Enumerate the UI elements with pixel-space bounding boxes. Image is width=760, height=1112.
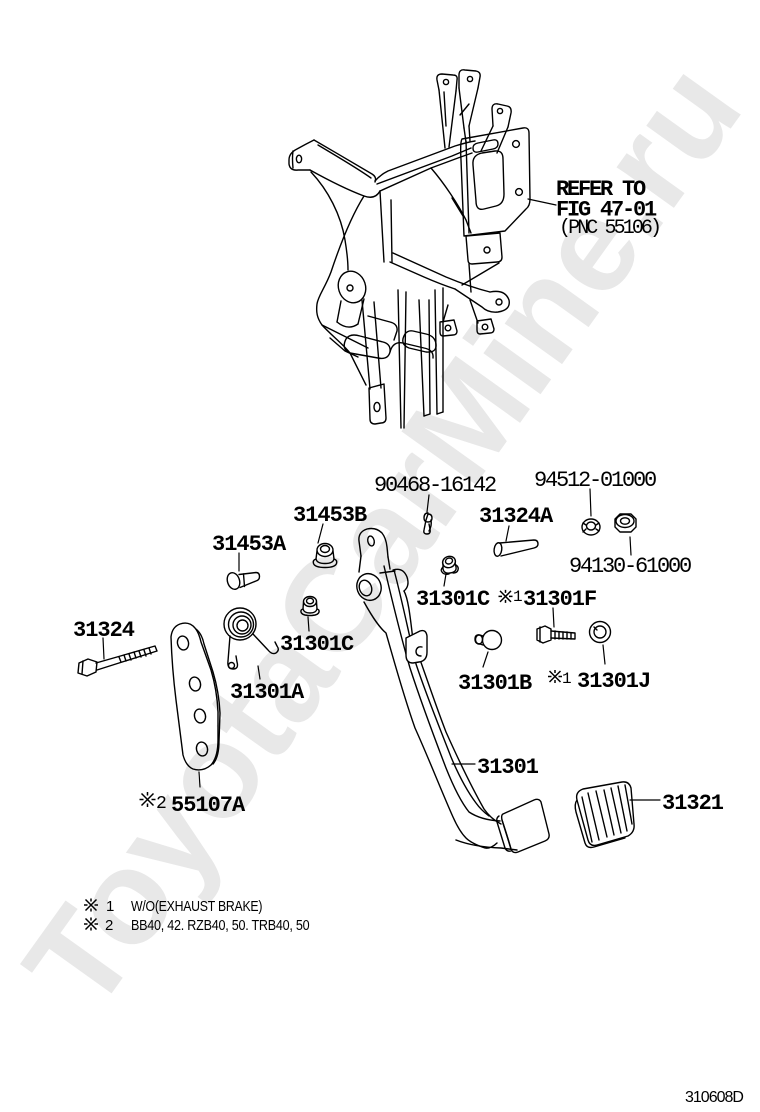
svg-text:90468-16142: 90468-16142 [374,473,496,498]
svg-text:31301F: 31301F [523,587,596,612]
svg-text:1: 1 [513,588,523,606]
svg-text:31301B: 31301B [458,671,532,696]
svg-text:BB40, 42. RZB40, 50. TRB40, 50: BB40, 42. RZB40, 50. TRB40, 50 [131,916,310,933]
svg-text:31453A: 31453A [212,532,287,557]
svg-text:1: 1 [106,898,114,915]
svg-text:REFER TO: REFER TO [556,177,646,202]
svg-text:31324A: 31324A [479,504,554,529]
svg-text:(PNC 55106): (PNC 55106) [559,217,659,240]
svg-text:31301C: 31301C [280,632,354,657]
svg-text:31301J: 31301J [577,669,650,694]
svg-text:55107A: 55107A [171,793,246,818]
svg-text:FIG 47-01: FIG 47-01 [556,198,657,223]
svg-text:31453B: 31453B [293,503,367,528]
svg-text:2: 2 [156,794,167,814]
svg-text:1: 1 [562,670,572,688]
svg-text:31301A: 31301A [230,680,305,705]
svg-text:ToyotaCarMine.ru: ToyotaCarMine.ru [0,38,760,1035]
svg-text:31301C: 31301C [416,587,490,612]
svg-text:W/O(EXHAUST BRAKE): W/O(EXHAUST BRAKE) [131,898,262,914]
svg-text:310608D: 310608D [685,1089,743,1106]
svg-text:31324: 31324 [73,618,135,643]
svg-text:31301: 31301 [477,755,539,780]
svg-text:94512-01000: 94512-01000 [534,468,656,493]
svg-text:31321: 31321 [662,791,724,816]
svg-text:94130-61000: 94130-61000 [569,554,691,579]
svg-text:2: 2 [105,917,113,934]
